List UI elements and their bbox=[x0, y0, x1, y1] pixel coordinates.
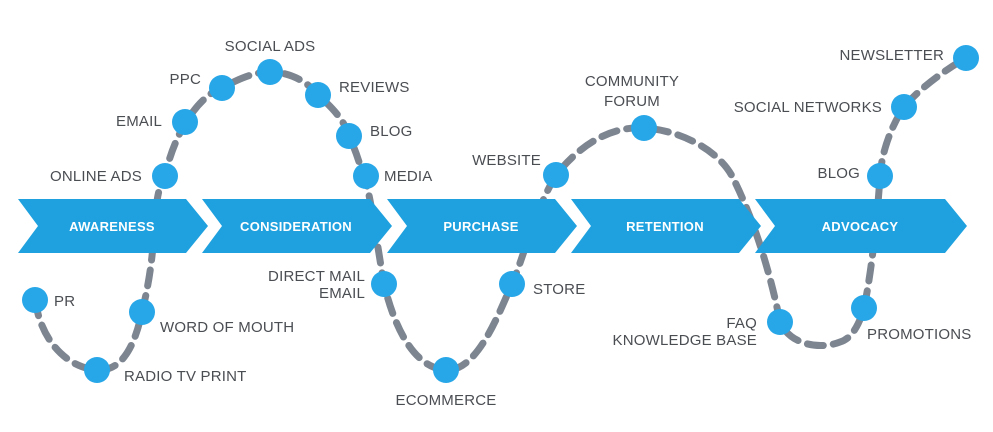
touchpoint-dot-faq-knowledge-base bbox=[767, 309, 793, 335]
touchpoint-dot-blog-advocacy bbox=[867, 163, 893, 189]
stage-arrow-purchase bbox=[387, 199, 577, 253]
stage-label-awareness: AWARENESS bbox=[69, 219, 155, 234]
stage-label-consideration: CONSIDERATION bbox=[240, 219, 352, 234]
touchpoint-dot-ecommerce bbox=[433, 357, 459, 383]
touchpoint-dot-social-networks bbox=[891, 94, 917, 120]
touchpoint-label-social-ads: SOCIAL ADS bbox=[225, 38, 316, 55]
touchpoint-label-online-ads: ONLINE ADS bbox=[50, 168, 142, 185]
touchpoint-dot-online-ads bbox=[152, 163, 178, 189]
touchpoint-label-community-forum-line-1: COMMUNITY bbox=[585, 73, 679, 90]
stage-label-advocacy: ADVOCACY bbox=[822, 219, 899, 234]
touchpoint-label-faq-knowledge-base-line-1: FAQ bbox=[726, 315, 757, 332]
touchpoint-label-blog: BLOG bbox=[370, 123, 412, 140]
stage-arrows: AWARENESS CONSIDERATION PURCHASE RETENTION A… bbox=[18, 199, 967, 253]
touchpoint-dots bbox=[22, 45, 979, 383]
stage-arrow-awareness bbox=[18, 199, 208, 253]
touchpoint-dot-store bbox=[499, 271, 525, 297]
touchpoint-label-word-of-mouth: WORD OF MOUTH bbox=[160, 319, 294, 336]
touchpoint-label-blog-advocacy: BLOG bbox=[818, 165, 860, 182]
touchpoint-dot-social-ads bbox=[257, 59, 283, 85]
touchpoint-label-promotions: PROMOTIONS bbox=[867, 326, 972, 343]
touchpoint-label-ppc: PPC bbox=[170, 71, 201, 88]
touchpoint-label-email: EMAIL bbox=[116, 113, 162, 130]
touchpoint-dot-ppc bbox=[209, 75, 235, 101]
touchpoint-dot-website bbox=[543, 162, 569, 188]
touchpoint-dot-email bbox=[172, 109, 198, 135]
touchpoint-label-pr: PR bbox=[54, 293, 75, 310]
touchpoint-label-faq-knowledge-base-line-2: KNOWLEDGE BASE bbox=[612, 332, 757, 349]
touchpoint-dot-direct-mail-email bbox=[371, 271, 397, 297]
touchpoint-label-website: WEBSITE bbox=[472, 152, 541, 169]
touchpoint-dot-newsletter bbox=[953, 45, 979, 71]
stage-label-purchase: PURCHASE bbox=[443, 219, 518, 234]
stage-arrow-advocacy bbox=[755, 199, 967, 253]
touchpoint-label-community-forum-line-2: FORUM bbox=[604, 93, 660, 110]
touchpoint-labels: PR RADIO TV PRINT WORD OF MOUTH ONLINE ADS E… bbox=[50, 38, 972, 409]
touchpoint-label-newsletter: NEWSLETTER bbox=[839, 47, 944, 64]
touchpoint-label-ecommerce: ECOMMERCE bbox=[396, 392, 497, 409]
touchpoint-dot-media bbox=[353, 163, 379, 189]
touchpoint-label-reviews: REVIEWS bbox=[339, 79, 410, 96]
touchpoint-label-social-networks: SOCIAL NETWORKS bbox=[734, 99, 882, 116]
touchpoint-label-direct-mail-email-line-1: DIRECT MAIL bbox=[268, 268, 365, 285]
stage-arrow-consideration bbox=[202, 199, 392, 253]
touchpoint-dot-pr bbox=[22, 287, 48, 313]
touchpoint-dot-promotions bbox=[851, 295, 877, 321]
touchpoint-dot-word-of-mouth bbox=[129, 299, 155, 325]
touchpoint-dot-blog bbox=[336, 123, 362, 149]
touchpoint-dot-radio-tv-print bbox=[84, 357, 110, 383]
touchpoint-label-direct-mail-email-line-2: EMAIL bbox=[319, 285, 365, 302]
stage-arrow-retention bbox=[571, 199, 761, 253]
touchpoint-label-media: MEDIA bbox=[384, 168, 433, 185]
touchpoint-dot-community-forum bbox=[631, 115, 657, 141]
touchpoint-dot-reviews bbox=[305, 82, 331, 108]
touchpoint-label-radio-tv-print: RADIO TV PRINT bbox=[124, 368, 247, 385]
stage-label-retention: RETENTION bbox=[626, 219, 704, 234]
touchpoint-label-store: STORE bbox=[533, 281, 585, 298]
